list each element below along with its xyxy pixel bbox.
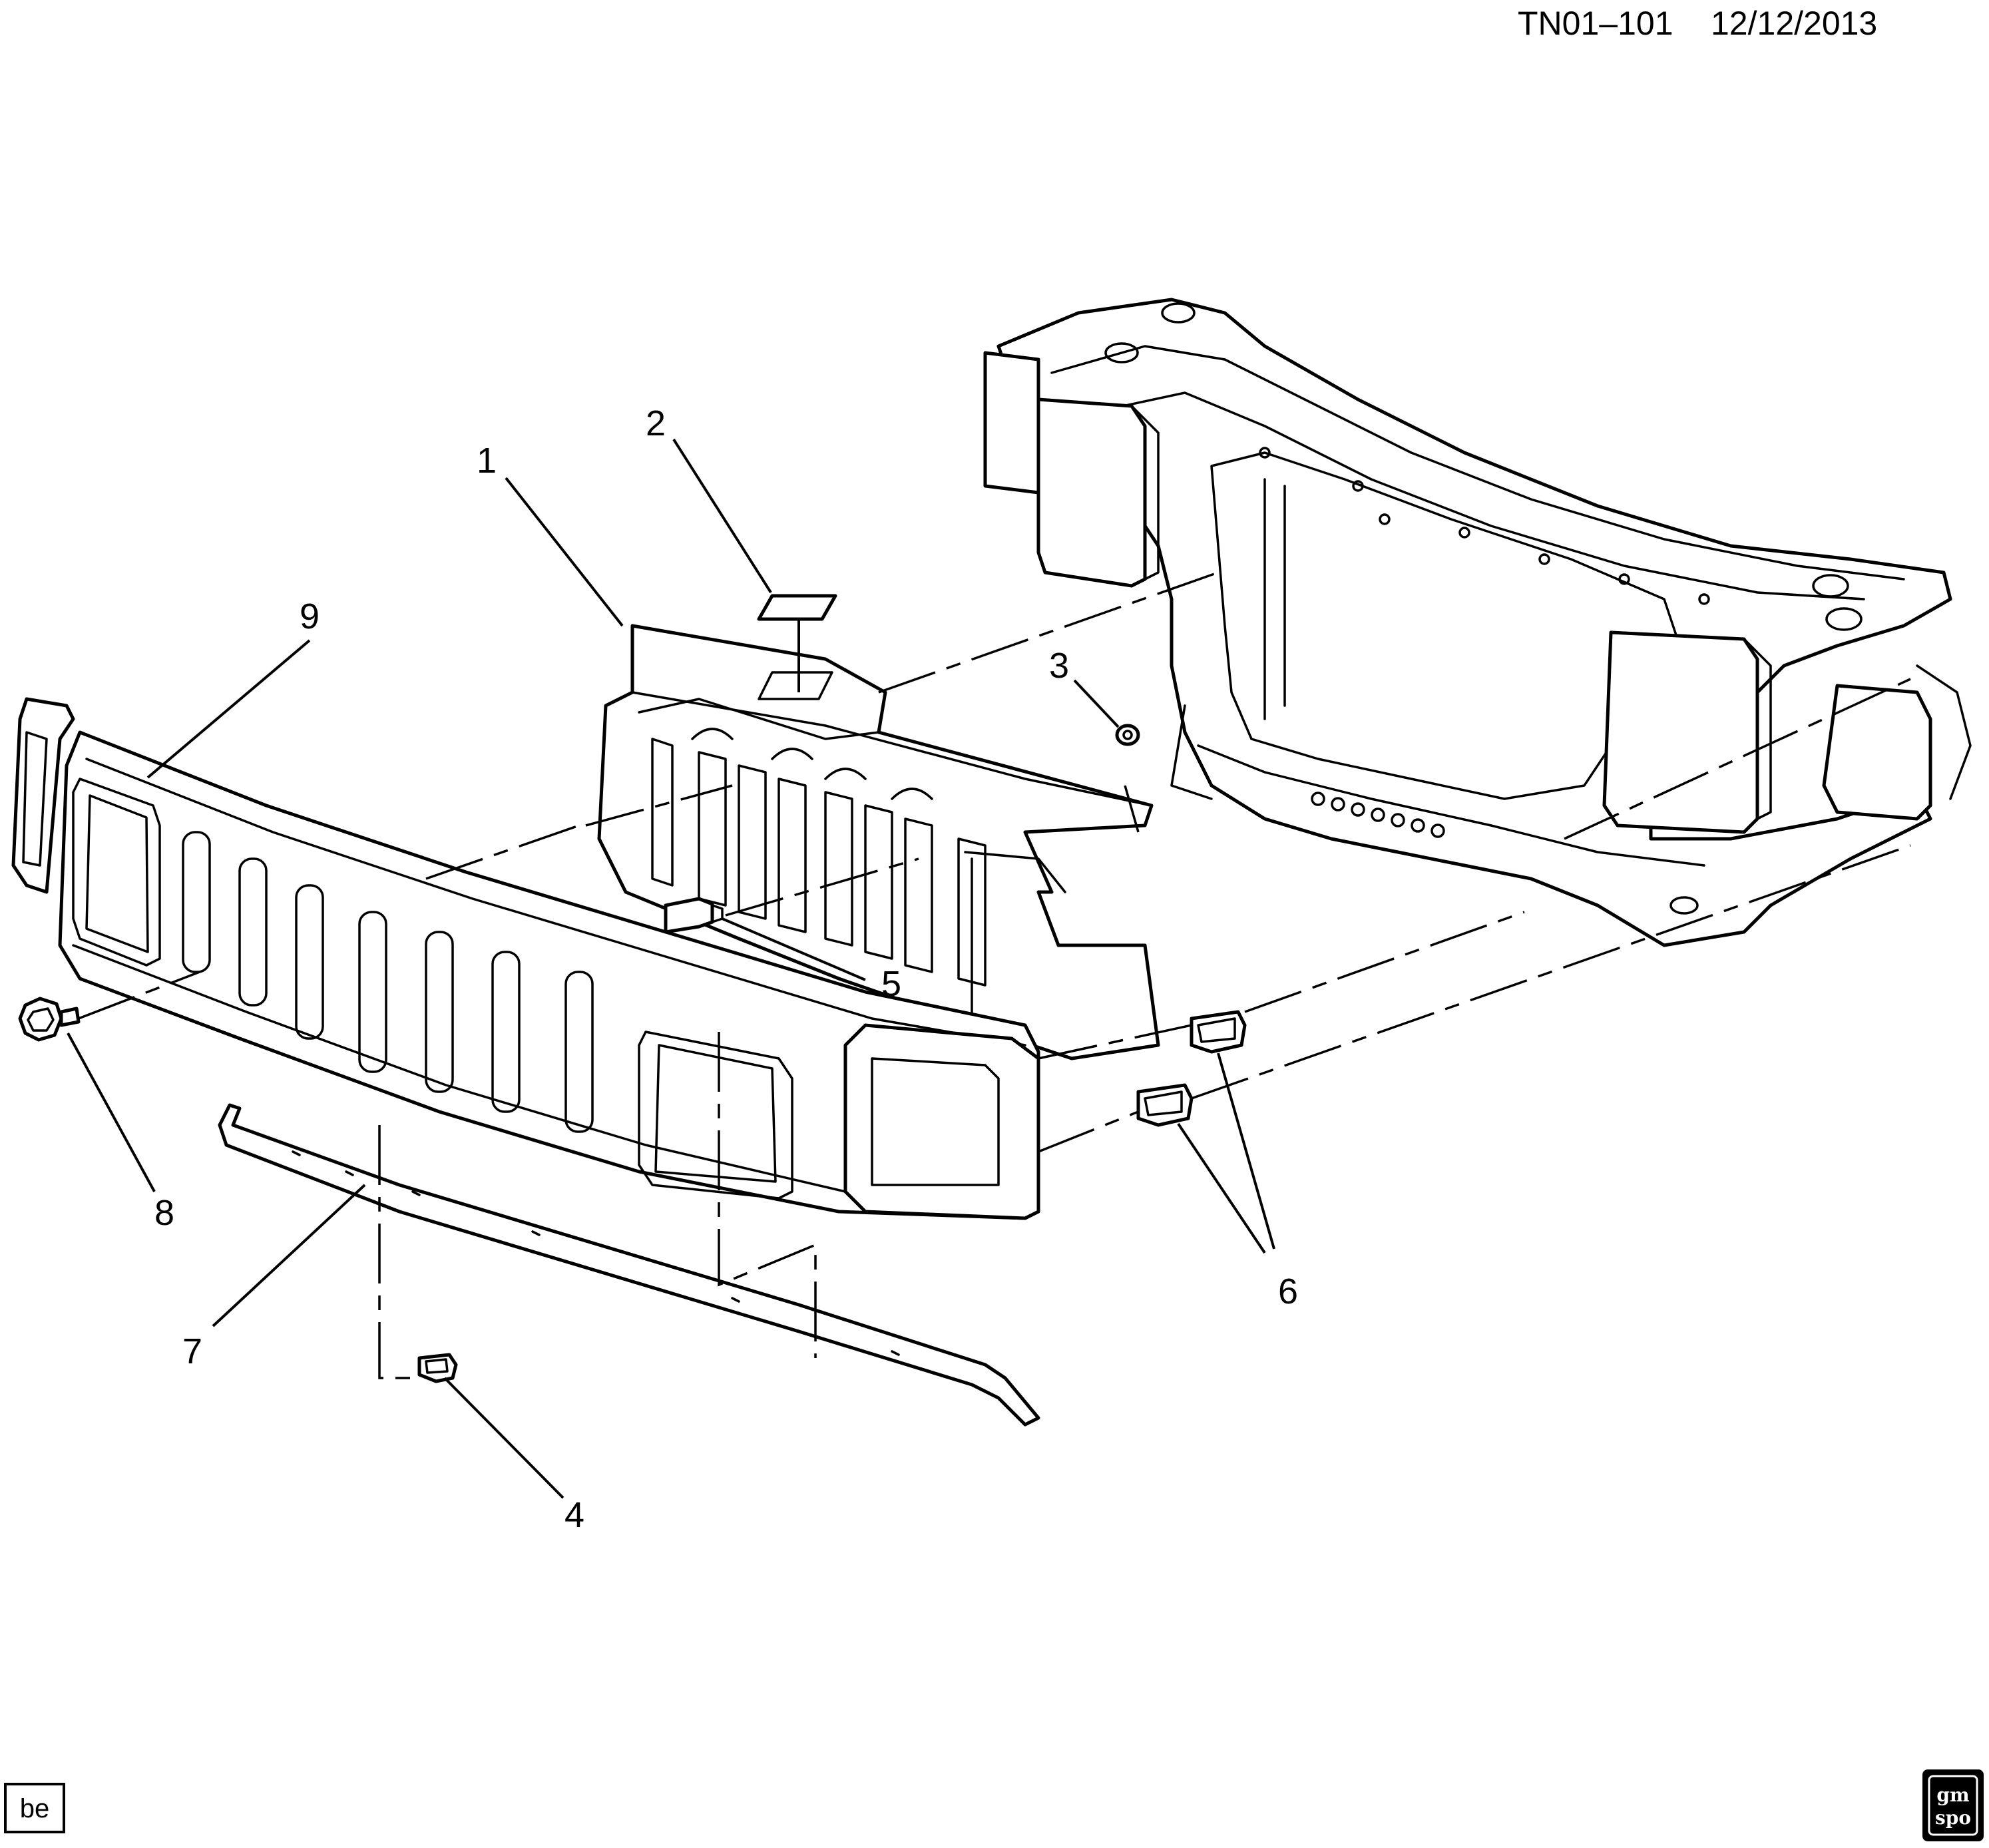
callout-2: 2 bbox=[646, 403, 666, 443]
retainer-clips-part-6 bbox=[1136, 1010, 1247, 1127]
callout-3: 3 bbox=[1049, 646, 1069, 686]
footer-badge: be bbox=[4, 1783, 65, 1833]
assembly-lines bbox=[78, 571, 1911, 1379]
grille-part-9 bbox=[11, 697, 1040, 1220]
diagram-id: TN01–101 bbox=[1518, 5, 1673, 42]
callout-9: 9 bbox=[300, 596, 320, 636]
bolt-part-8 bbox=[18, 997, 81, 1042]
gm-spo-logo: gm spo bbox=[1922, 1769, 1984, 1841]
leader-lines bbox=[67, 438, 1275, 1499]
label-part-2 bbox=[757, 594, 837, 700]
diagram-date: 12/12/2013 bbox=[1711, 5, 1877, 42]
nut-part-3 bbox=[1115, 724, 1140, 746]
clip-part-4 bbox=[417, 1353, 458, 1383]
callout-8: 8 bbox=[154, 1193, 174, 1233]
callout-labels: 1 2 3 4 5 6 7 8 9 bbox=[154, 403, 1298, 1535]
push-pin-part-5 bbox=[664, 897, 724, 934]
logo-text-bottom: spo bbox=[1935, 1807, 1971, 1829]
grille-bracket-part-1 bbox=[597, 624, 1160, 1060]
callout-7: 7 bbox=[182, 1331, 202, 1371]
lower-molding-part-7 bbox=[218, 1103, 1040, 1427]
callout-1: 1 bbox=[477, 441, 497, 481]
callout-6: 6 bbox=[1278, 1271, 1298, 1311]
callout-4: 4 bbox=[564, 1495, 584, 1535]
radiator-support-assembly bbox=[983, 298, 1972, 947]
footer-badge-text: be bbox=[20, 1794, 50, 1823]
logo-text-top: gm bbox=[1936, 1784, 1969, 1806]
callout-5: 5 bbox=[881, 964, 901, 1004]
